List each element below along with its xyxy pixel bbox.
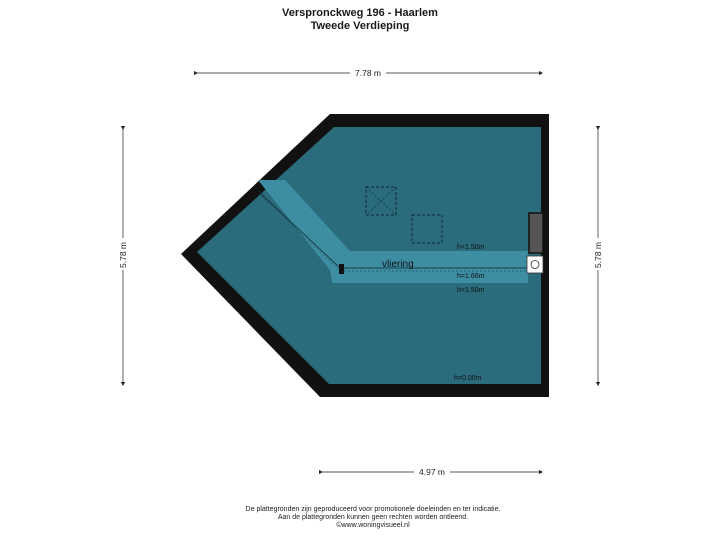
dimension-right: 5.78 m bbox=[593, 125, 603, 387]
height-label-1: h<1.50m bbox=[457, 244, 485, 251]
dimension-bottom-label: 4.97 m bbox=[419, 467, 445, 477]
copyright-line: ©www.woningvisueel.nl bbox=[336, 522, 410, 529]
height-label-2: h=1.66m bbox=[457, 273, 485, 280]
plan-title: Verspronckweg 196 - Haarlem bbox=[282, 7, 438, 19]
ceiling-band-diagonal bbox=[258, 180, 350, 270]
dimension-left-label: 5.78 m bbox=[118, 242, 128, 268]
disclaimer-line-1: De plattegronden zijn geproduceerd voor … bbox=[245, 506, 501, 513]
height-label-3: h<1.50m bbox=[457, 287, 485, 294]
dimension-bottom: 4.97 m bbox=[318, 467, 544, 477]
dimension-right-label: 5.78 m bbox=[593, 242, 603, 268]
floor-subtitle: Tweede Verdieping bbox=[310, 20, 410, 32]
room-name: vliering bbox=[382, 259, 414, 270]
ceiling-band-horizontal bbox=[330, 251, 528, 283]
dimension-top-label: 7.78 m bbox=[355, 68, 381, 78]
disclaimer-line-2: Aan de plattegronden kunnen geen rechten… bbox=[277, 514, 469, 521]
height-label-4: h=0.00m bbox=[454, 375, 482, 382]
fixture-icon bbox=[526, 255, 544, 274]
roof-window-2 bbox=[411, 214, 443, 244]
post-marker bbox=[339, 264, 344, 274]
dimension-left: 5.78 m bbox=[118, 125, 128, 387]
chimney-recess bbox=[528, 212, 544, 254]
dimension-top: 7.78 m bbox=[193, 68, 544, 78]
roof-window-1 bbox=[365, 186, 397, 216]
